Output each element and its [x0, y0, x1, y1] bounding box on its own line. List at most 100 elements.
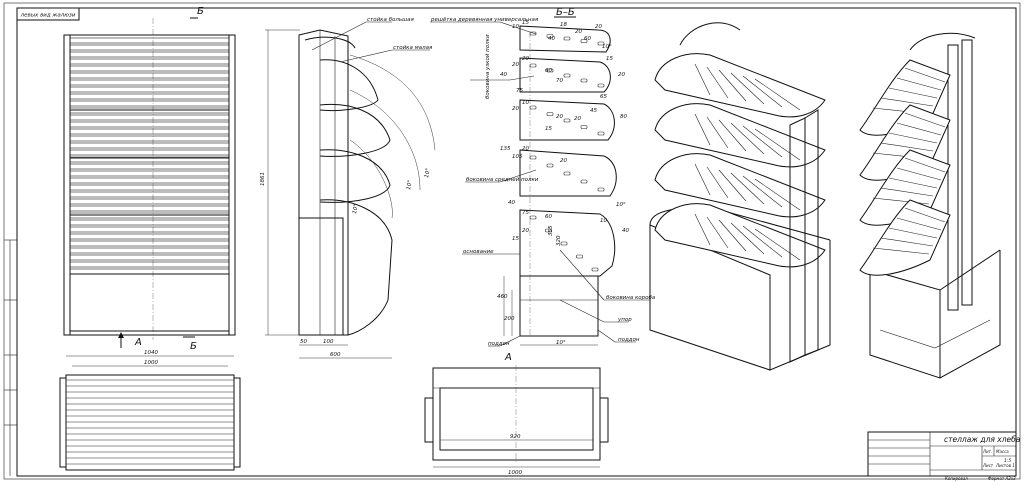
- bb-dim-label: 60: [545, 68, 552, 74]
- iso2-slat: [880, 142, 934, 152]
- side-dim-c: 600: [330, 352, 341, 358]
- bb-dim-label: 20: [522, 56, 529, 62]
- front-slat: [69, 86, 230, 93]
- iso1-slat: [718, 219, 747, 252]
- iso1-slat: [694, 213, 711, 246]
- bb-slot: [529, 63, 537, 68]
- front-slat: [69, 191, 230, 198]
- side-view: 1861 50 100 600 10° 10° 10° стойка больш…: [260, 17, 436, 359]
- bottom-dim-inner: 920: [510, 434, 521, 440]
- front-slat: [69, 205, 230, 212]
- bb-view-arrow: А: [504, 352, 512, 363]
- front-slat: [69, 79, 230, 86]
- front-slat: [69, 72, 230, 79]
- iso2-slat: [896, 217, 942, 231]
- front-slat: [69, 268, 230, 275]
- bb-dim-label: 40: [548, 36, 555, 42]
- iso1-slat: [742, 225, 783, 258]
- iso1-slat: [706, 216, 729, 249]
- bb-dim-label: 70: [556, 78, 563, 84]
- iso2-slat: [904, 67, 946, 83]
- front-slat: [69, 51, 230, 58]
- bb-slot: [597, 83, 605, 88]
- stamp-col-lit: Лит.: [982, 449, 992, 454]
- iso1-slat: [706, 66, 729, 99]
- bb-dim-label: 80: [620, 114, 627, 120]
- side-dim-b: 100: [323, 339, 334, 345]
- stamp-col-mass: Масса: [996, 449, 1009, 454]
- iso1-slat: [730, 222, 765, 255]
- iso1-slat: [718, 169, 747, 202]
- bb-dim-label: 10°: [602, 44, 612, 50]
- bb-slot: [563, 36, 571, 41]
- iso2-slat: [896, 122, 942, 136]
- iso2-slat: [872, 197, 930, 205]
- front-slat: [69, 254, 230, 261]
- bb-dim-label: 20: [560, 158, 567, 164]
- bb-dim-label: 10: [600, 218, 607, 224]
- bb-dim-label: 460: [497, 294, 508, 300]
- top-note-text: левых вид жалюзи: [20, 13, 76, 19]
- bb-dim-label: 15: [545, 126, 552, 132]
- front-view: Б Б А: [63, 6, 236, 352]
- front-slat: [69, 198, 230, 205]
- front-slat: [69, 233, 230, 240]
- front-slat: [69, 184, 230, 191]
- front-view-arrow-label: А: [134, 337, 142, 348]
- iso2-slat: [888, 177, 938, 189]
- bb-slot: [580, 125, 588, 129]
- bb-dim-label: 135: [500, 146, 511, 152]
- bb-label-bottom-1: поддон: [488, 341, 510, 347]
- side-dim-a: 50: [300, 339, 307, 345]
- iso2-slat: [904, 207, 946, 223]
- isometric-front-view: [649, 22, 831, 371]
- bb-slot: [529, 31, 537, 36]
- bb-slot: [576, 254, 583, 259]
- top-note-box: [16, 7, 80, 21]
- bottom-view-outline: [432, 367, 601, 461]
- side-view-outline: [298, 29, 349, 336]
- front-slat: [69, 226, 230, 233]
- bb-dim-label: 20: [512, 62, 519, 68]
- side-label-big-post: стойка большая: [367, 17, 415, 23]
- bb-slot: [563, 171, 571, 176]
- sheet-outer-frame: [3, 2, 1021, 480]
- bb-dim-label: 20: [595, 24, 602, 30]
- iso1-slat: [694, 63, 711, 96]
- bb-slot: [529, 155, 537, 160]
- front-slat: [69, 163, 230, 170]
- bb-dim-label: 320: [556, 235, 562, 246]
- iso1-slat: [718, 119, 747, 152]
- iso1-slat: [718, 69, 747, 102]
- bb-slot: [597, 41, 605, 46]
- bb-dim-label: 200: [504, 316, 515, 322]
- bb-dim-label: 60: [584, 36, 591, 42]
- iso2-slat: [904, 157, 946, 173]
- front-slat: [69, 37, 230, 44]
- bb-slot: [580, 39, 588, 43]
- sheet-inner-frame: [16, 7, 1017, 477]
- bb-dim-label: 105: [512, 154, 523, 160]
- front-slat: [69, 93, 230, 100]
- front-slat: [69, 170, 230, 177]
- iso1-slat: [742, 175, 783, 208]
- bb-label-bottom-2: поддон: [618, 337, 640, 343]
- side-label-small-post: стойка малая: [393, 45, 433, 51]
- front-slat: [69, 121, 230, 128]
- bb-dim-label: 60: [545, 214, 552, 220]
- stamp-title: стеллаж для хлеба: [944, 435, 1021, 444]
- front-slat: [69, 44, 230, 51]
- front-slat: [69, 128, 230, 135]
- front-slats: [69, 37, 230, 275]
- iso2-post-b: [961, 39, 973, 306]
- bb-slot: [546, 34, 554, 38]
- iso1-slat: [706, 116, 729, 149]
- front-right-post: [228, 34, 236, 336]
- front-slat: [69, 240, 230, 247]
- section-bb-slots: [529, 31, 605, 272]
- iso1-slat: [754, 128, 801, 161]
- side-angle-1: 10°: [424, 167, 432, 178]
- top-dim-inner: 1000: [144, 360, 158, 366]
